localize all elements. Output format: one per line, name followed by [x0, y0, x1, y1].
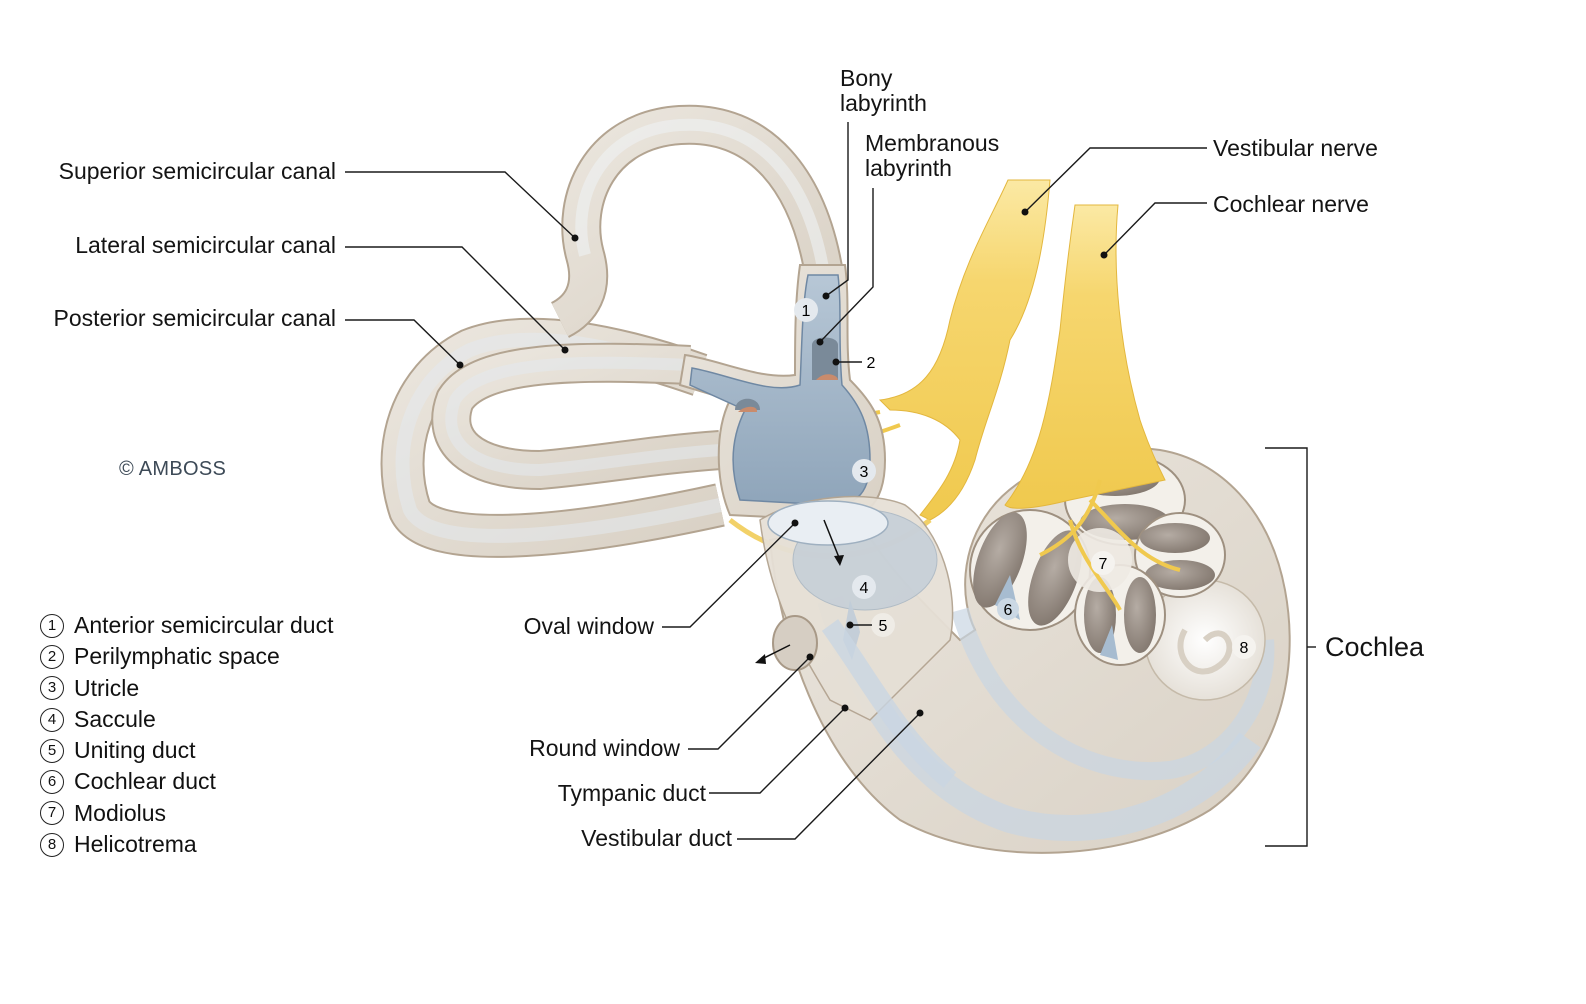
legend-number: 8: [40, 832, 64, 857]
legend-item: 4 Saccule: [40, 704, 333, 735]
svg-text:4: 4: [860, 580, 869, 597]
leader-round-window: [688, 656, 811, 750]
legend-number: 2: [40, 644, 64, 669]
legend: 1 Anterior semicircular duct 2 Perilymphat…: [40, 610, 333, 860]
svg-text:8: 8: [1240, 640, 1249, 657]
label-bony-labyrinth: Bony labyrinth: [840, 66, 927, 116]
marker-2: 2: [867, 355, 876, 372]
label-bony-labyrinth-line1: Bony: [840, 65, 893, 91]
svg-text:6: 6: [1004, 602, 1013, 619]
legend-number: 6: [40, 770, 64, 795]
legend-text: Perilymphatic space: [74, 643, 280, 670]
label-membranous-labyrinth-line1: Membranous: [865, 130, 1000, 156]
marker-3: 3: [852, 459, 876, 483]
label-vestibular-nerve: Vestibular nerve: [1213, 135, 1378, 161]
legend-text: Saccule: [74, 705, 156, 732]
svg-text:1: 1: [802, 303, 811, 320]
svg-text:3: 3: [860, 464, 869, 481]
legend-text: Anterior semicircular duct: [74, 612, 334, 638]
legend-item: 5 Uniting duct: [40, 735, 333, 766]
cochlea: [768, 447, 1291, 854]
svg-text:7: 7: [1099, 556, 1108, 573]
legend-item: 2 Perilymphatic space: [40, 641, 333, 672]
legend-number: 5: [40, 738, 64, 763]
label-posterior-canal: Posterior semicircular canal: [53, 305, 336, 331]
legend-item: 1 Anterior semicircular duct: [40, 610, 333, 641]
legend-number: 1: [40, 613, 64, 638]
label-round-window: Round window: [529, 735, 680, 761]
leader-vestibular-duct: [737, 712, 921, 840]
legend-text: Uniting duct: [74, 737, 196, 764]
legend-number: 3: [40, 676, 64, 701]
label-membranous-labyrinth: Membranous labyrinth: [865, 131, 999, 181]
svg-text:2: 2: [867, 355, 876, 372]
legend-number: 7: [40, 801, 64, 826]
label-oval-window: Oval window: [523, 613, 654, 639]
leader-lines: [345, 122, 1316, 847]
leader-membranous-labyrinth: [819, 188, 874, 343]
label-cochlea: Cochlea: [1325, 632, 1425, 662]
legend-number: 4: [40, 707, 64, 732]
label-bony-labyrinth-line2: labyrinth: [840, 90, 927, 116]
label-membranous-labyrinth-line2: labyrinth: [865, 155, 952, 181]
legend-item: 3 Utricle: [40, 673, 333, 704]
legend-item: 8 Helicotrema: [40, 829, 333, 860]
leader-dots: [456, 208, 1108, 717]
legend-text: Helicotrema: [74, 831, 197, 858]
label-vestibular-duct: Vestibular duct: [581, 825, 732, 851]
marker-8: 8: [1232, 635, 1256, 659]
leader-cochlear-nerve: [1103, 202, 1207, 256]
legend-text: Cochlear duct: [74, 768, 216, 795]
leader-oval-window: [662, 522, 796, 628]
label-cochlear-nerve: Cochlear nerve: [1213, 191, 1369, 217]
semicircular-canals: [380, 104, 845, 558]
number-markers: 1 3 4 6 7 8 2 5: [794, 298, 1256, 659]
legend-item: 7 Modiolus: [40, 798, 333, 829]
leader-bony-labyrinth: [825, 122, 849, 297]
legend-item: 6 Cochlear duct: [40, 766, 333, 797]
leader-vestibular-nerve: [1024, 147, 1207, 213]
leader-superior-canal: [345, 171, 576, 239]
marker-7: 7: [1091, 551, 1115, 575]
leader-posterior-canal: [345, 319, 461, 366]
legend-text: Utricle: [74, 674, 140, 701]
vestibule: [678, 264, 887, 522]
label-superior-canal: Superior semicircular canal: [58, 158, 336, 184]
leader-tympanic-duct: [709, 707, 846, 794]
label-tympanic-duct: Tympanic duct: [557, 780, 706, 806]
marker-6: 6: [997, 598, 1019, 620]
label-lateral-canal: Lateral semicircular canal: [75, 232, 336, 258]
svg-text:5: 5: [879, 618, 888, 635]
marker-4: 4: [852, 575, 876, 599]
copyright-notice: © AMBOSS: [119, 458, 227, 480]
saccule-region: [755, 495, 957, 788]
marker-1: 1: [794, 298, 818, 322]
marker-5: 5: [871, 613, 895, 637]
legend-text: Modiolus: [74, 799, 167, 826]
leader-lateral-canal: [345, 246, 566, 351]
